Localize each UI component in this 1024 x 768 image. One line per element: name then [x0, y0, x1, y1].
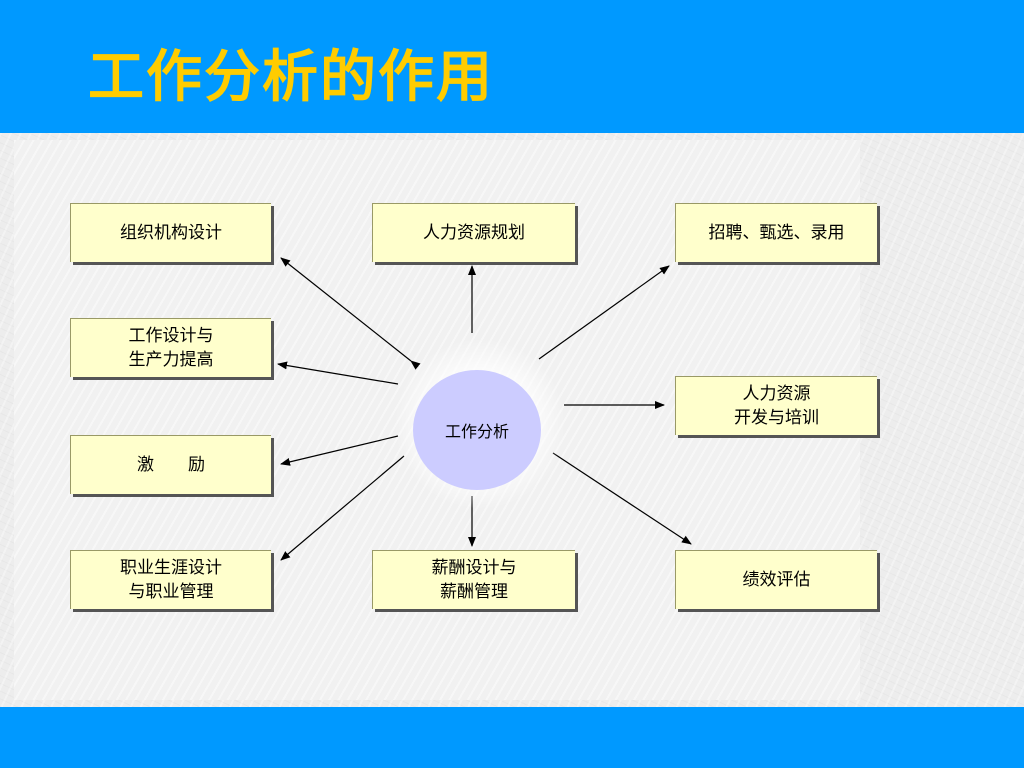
- node-incentive: 激 励: [70, 435, 271, 494]
- node-hr-planning: 人力资源规划: [372, 203, 575, 262]
- header-bar: 工作分析的作用: [0, 0, 1024, 133]
- arrow-incentive: [280, 435, 399, 466]
- footer-bar: [0, 707, 1024, 768]
- slide-title: 工作分析的作用: [88, 45, 494, 110]
- arrow-career: [280, 455, 405, 561]
- arrow-recruit: [538, 265, 670, 360]
- node-recruitment: 招聘、甄选、录用: [675, 203, 877, 262]
- arrow-job-design: [277, 361, 399, 385]
- node-career: 职业生涯设计 与职业管理: [70, 550, 271, 609]
- center-node-job-analysis: 工作分析: [413, 370, 541, 490]
- node-compensation: 薪酬设计与 薪酬管理: [372, 550, 575, 609]
- node-hr-development: 人力资源 开发与培训: [675, 376, 877, 435]
- arrow-org-design: [280, 257, 421, 370]
- node-org-design: 组织机构设计: [70, 203, 271, 262]
- node-job-design: 工作设计与 生产力提高: [70, 318, 271, 377]
- arrow-performance: [552, 452, 692, 545]
- node-performance: 绩效评估: [675, 550, 877, 609]
